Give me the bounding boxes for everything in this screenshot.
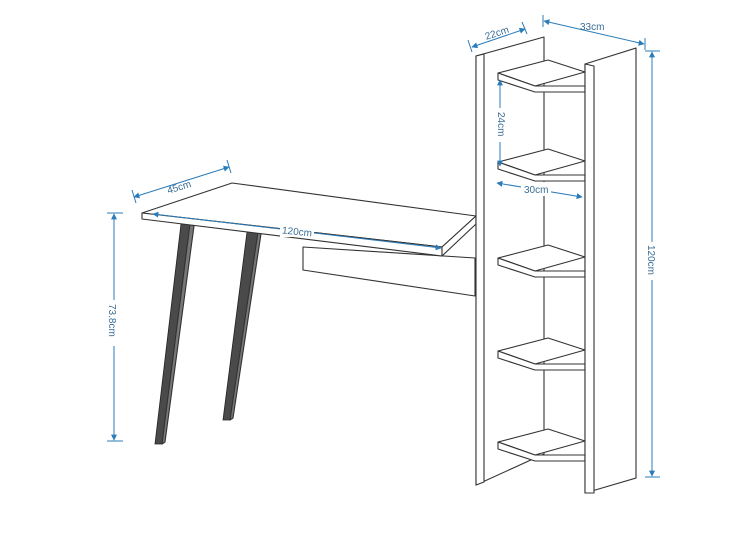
dim-tick: [131, 189, 137, 204]
label-bg: [644, 242, 660, 280]
dim-line-desk-depth: [133, 165, 230, 199]
bookcase: [475, 36, 637, 494]
label-bookcase-height: 120cm: [645, 245, 656, 275]
desk-legs: [154, 223, 262, 445]
dim-tick: [467, 39, 473, 53]
label-desk-height: 73.8cm: [106, 304, 117, 337]
desk-leg-front: [154, 223, 191, 445]
label-shelf-width: 30cm: [524, 185, 548, 196]
dim-line-bookcase-width: [543, 19, 645, 46]
label-desk-width: 120cm: [281, 225, 312, 239]
dim-tick: [226, 159, 232, 174]
dimension-labels: 22cm 33cm 24cm 30cm 45cm 120cm 73.8cm 12…: [106, 22, 660, 346]
label-desk-depth: 45cm: [166, 179, 193, 197]
desk-leg-back: [222, 231, 259, 421]
label-bookcase-width: 33cm: [580, 22, 604, 33]
dim-tick: [521, 21, 528, 35]
label-shelf-depth: 22cm: [484, 25, 511, 43]
label-bg: [490, 108, 504, 142]
bookcase-shelves: [497, 59, 586, 462]
label-bg: [106, 300, 122, 346]
label-bg: [280, 225, 314, 237]
label-shelf-spacing: 24cm: [495, 112, 506, 136]
bookcase-right-panel-front: [584, 63, 595, 494]
bookcase-left-panel-front: [475, 53, 485, 486]
label-bg: [521, 182, 551, 196]
desk-modesty-panel: [302, 246, 476, 297]
desk-top: [141, 182, 477, 257]
dim-line-shelf-depth: [471, 27, 526, 49]
